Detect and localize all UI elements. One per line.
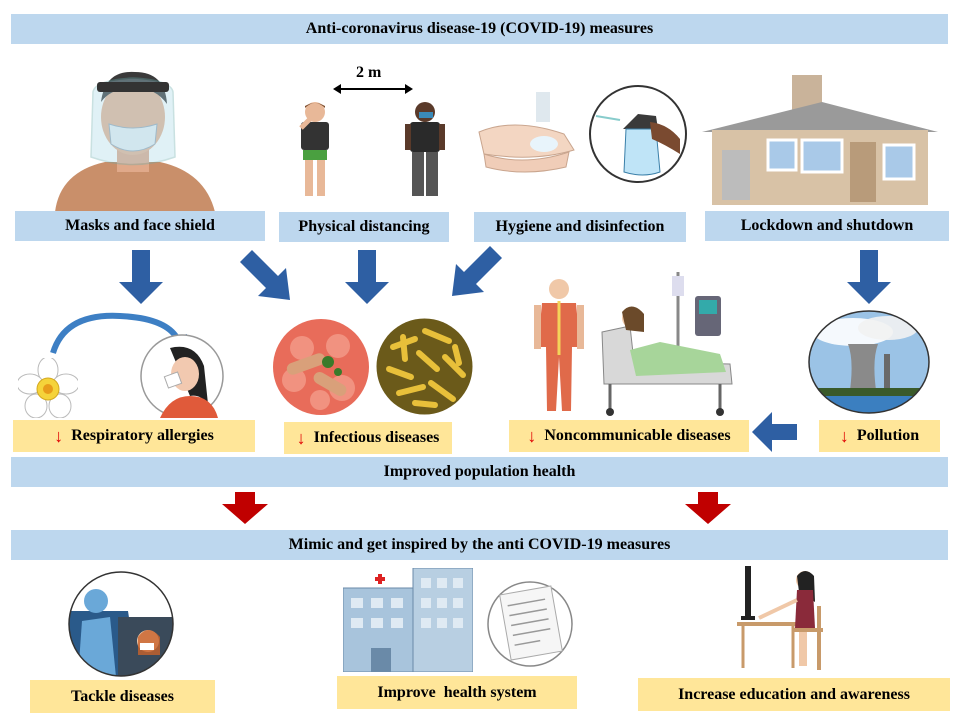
measure-distancing-label: Physical distancing — [279, 212, 449, 242]
human-body-illustration — [524, 277, 594, 415]
house-illustration — [702, 70, 938, 210]
decrease-arrow-icon: ↓ — [54, 425, 64, 446]
improved-health-bar: Improved population health — [11, 457, 948, 487]
title-bar: Anti-coronavirus disease-19 (COVID-19) m… — [11, 14, 948, 44]
daffodil-flower-illustration — [18, 358, 78, 418]
action-tackle-label: Tackle diseases — [30, 680, 215, 713]
bacteria-illustration — [272, 318, 370, 416]
face-shield-person-illustration — [45, 62, 220, 212]
hospital-bed-patient-illustration — [600, 272, 735, 417]
drive-through-testing-illustration — [68, 571, 174, 677]
distance-label: 2 m — [356, 64, 382, 81]
decrease-arrow-icon: ↓ — [527, 425, 537, 446]
title-text: Anti-coronavirus disease-19 (COVID-19) m… — [305, 20, 654, 37]
sneezing-woman-illustration — [140, 334, 224, 418]
hospital-building-illustration — [343, 568, 473, 672]
person-coughing-illustration — [283, 100, 348, 200]
disinfectant-spray-illustration — [588, 84, 688, 184]
billing-document-illustration — [487, 576, 573, 672]
decrease-arrow-icon: ↓ — [296, 427, 306, 448]
distance-arrow — [333, 82, 413, 96]
measure-lockdown-label: Lockdown and shutdown — [705, 211, 949, 241]
outcome-pollution-label: ↓ Pollution — [819, 420, 940, 452]
measure-hygiene-label: Hygiene and disinfection — [474, 212, 686, 242]
inspire-bar: Mimic and get inspired by the anti COVID… — [11, 530, 948, 560]
handwashing-illustration — [474, 92, 584, 177]
power-plant-illustration — [808, 310, 930, 414]
outcome-noncommunicable-label: ↓ Noncommunicable diseases — [509, 420, 749, 452]
action-education-label: Increase education and awareness — [638, 678, 950, 711]
decrease-arrow-icon: ↓ — [839, 425, 849, 446]
woman-at-computer-illustration — [737, 566, 832, 670]
measure-masks-label: Masks and face shield — [15, 211, 265, 241]
action-health-system-label: Improve health system — [337, 676, 577, 709]
outcome-infectious-label: ↓ Infectious diseases — [284, 422, 452, 454]
outcome-allergies-label: ↓ Respiratory allergies — [13, 420, 255, 452]
microbes-illustration — [375, 317, 474, 416]
person-masked-illustration — [393, 100, 458, 200]
